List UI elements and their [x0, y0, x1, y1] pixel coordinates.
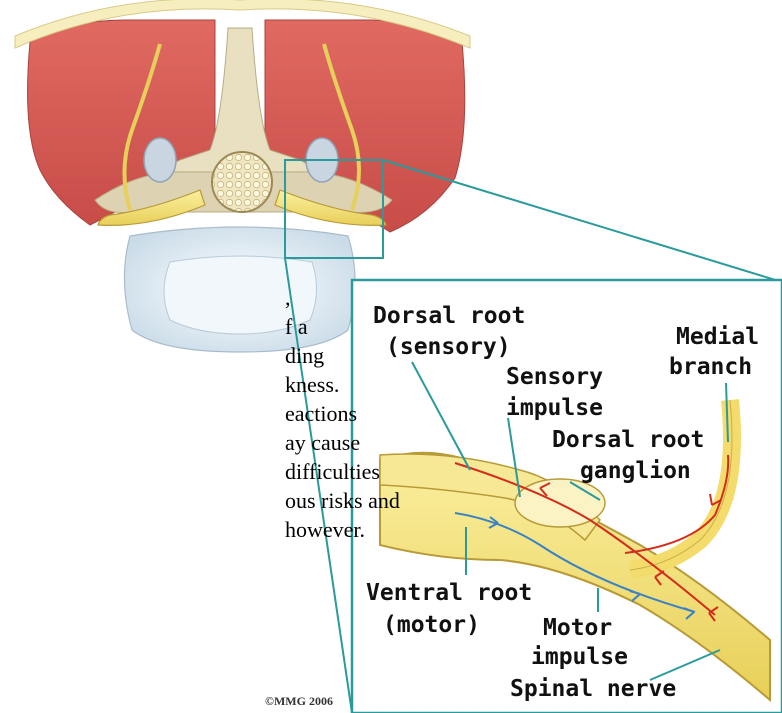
- label-medial: Medial: [676, 324, 759, 350]
- text-line: f a: [285, 312, 308, 341]
- text-line: eactions: [285, 399, 357, 428]
- text-line: difficulties: [285, 457, 380, 486]
- text-line: kness.: [285, 370, 339, 399]
- text-line: ding: [285, 341, 324, 370]
- label-ventral-root-sub: (motor): [383, 612, 480, 638]
- nerve-detail-inset: Dorsal root (sensory) Sensory impulse Me…: [352, 280, 782, 713]
- left-facet-joint: [144, 138, 176, 182]
- text-line: ay cause: [285, 428, 360, 457]
- label-medial-sub: branch: [669, 354, 752, 380]
- label-spinal-nerve: Spinal nerve: [510, 676, 676, 702]
- copyright-notice: ©MMG 2006: [265, 694, 333, 708]
- spinal-cord: [212, 152, 272, 212]
- label-ganglion-sub: ganglion: [580, 458, 691, 484]
- text-line: however.: [285, 515, 365, 544]
- label-ventral-root: Ventral root: [366, 580, 532, 606]
- label-dorsal-root: Dorsal root: [373, 303, 525, 329]
- label-motor-sub: impulse: [531, 644, 628, 670]
- label-sensory: Sensory: [506, 364, 603, 390]
- text-line: ous risks and: [285, 486, 400, 515]
- label-dorsal-root-sub: (sensory): [386, 334, 511, 360]
- text-line: ,: [285, 283, 291, 312]
- label-sensory-sub: impulse: [506, 395, 603, 421]
- label-motor: Motor: [543, 615, 612, 641]
- zoom-line-top: [383, 160, 782, 282]
- label-ganglion: Dorsal root: [552, 427, 704, 453]
